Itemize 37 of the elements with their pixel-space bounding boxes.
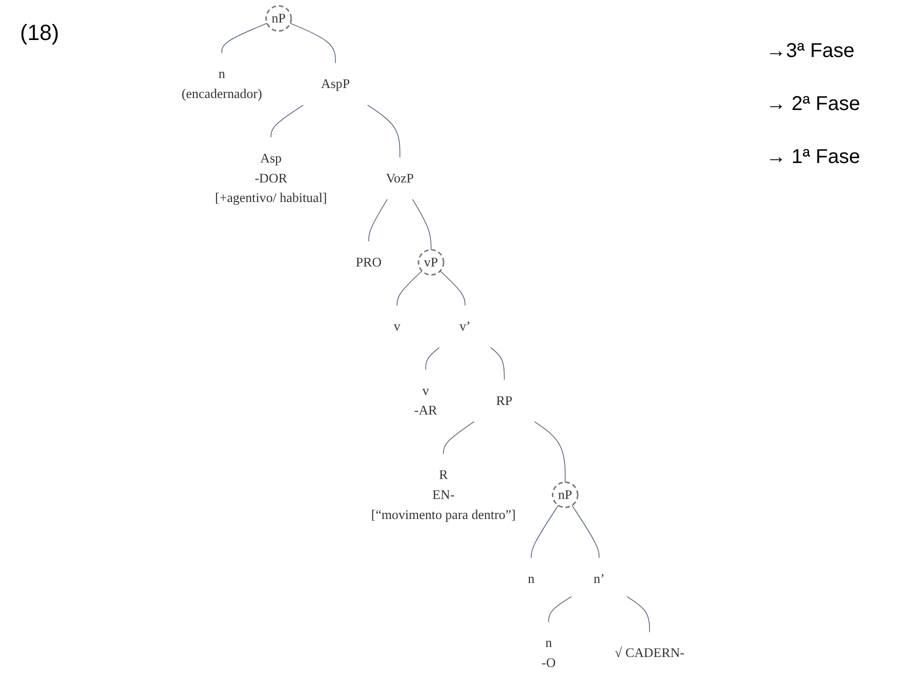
node-text: n (encadernador) — [182, 66, 262, 102]
node-text: v — [394, 318, 400, 334]
connector — [443, 421, 474, 454]
connector — [440, 270, 466, 306]
node-text: R EN- [“movimento para dentro”] — [371, 467, 516, 522]
connector — [534, 421, 566, 483]
connector — [396, 270, 422, 306]
connector — [270, 104, 304, 138]
node-circle: nP — [552, 482, 578, 508]
connector — [221, 22, 268, 54]
connector — [530, 504, 559, 558]
connector — [368, 198, 388, 242]
node-text: PRO — [356, 254, 382, 270]
node-text: √ CADERN- — [614, 645, 684, 660]
phase-label: → 2ª Fase — [766, 93, 862, 116]
node-text: n -O — [542, 635, 556, 670]
node-text: Asp -DOR [+agentivo/ habitual] — [215, 150, 327, 206]
node-text: n’ — [594, 571, 605, 586]
connector — [626, 596, 650, 632]
node-circle: nP — [265, 5, 292, 32]
node-text: v -AR — [414, 383, 438, 418]
connector — [548, 596, 572, 622]
node-text: n — [528, 571, 535, 586]
node-text: AspP — [321, 76, 350, 92]
connector — [490, 347, 505, 380]
connector — [412, 198, 432, 250]
connector — [290, 22, 336, 64]
connector — [367, 104, 400, 158]
node-text: VozP — [386, 170, 414, 186]
node-text: v’ — [459, 318, 471, 334]
node-circle: vP — [418, 249, 444, 276]
connector — [572, 504, 600, 558]
phase-label: → 1ª Fase — [766, 146, 862, 169]
node-text: RP — [496, 392, 512, 408]
example-number: (18) — [20, 20, 60, 46]
connector — [425, 347, 440, 370]
phase-label: →3ª Fase — [766, 40, 856, 63]
